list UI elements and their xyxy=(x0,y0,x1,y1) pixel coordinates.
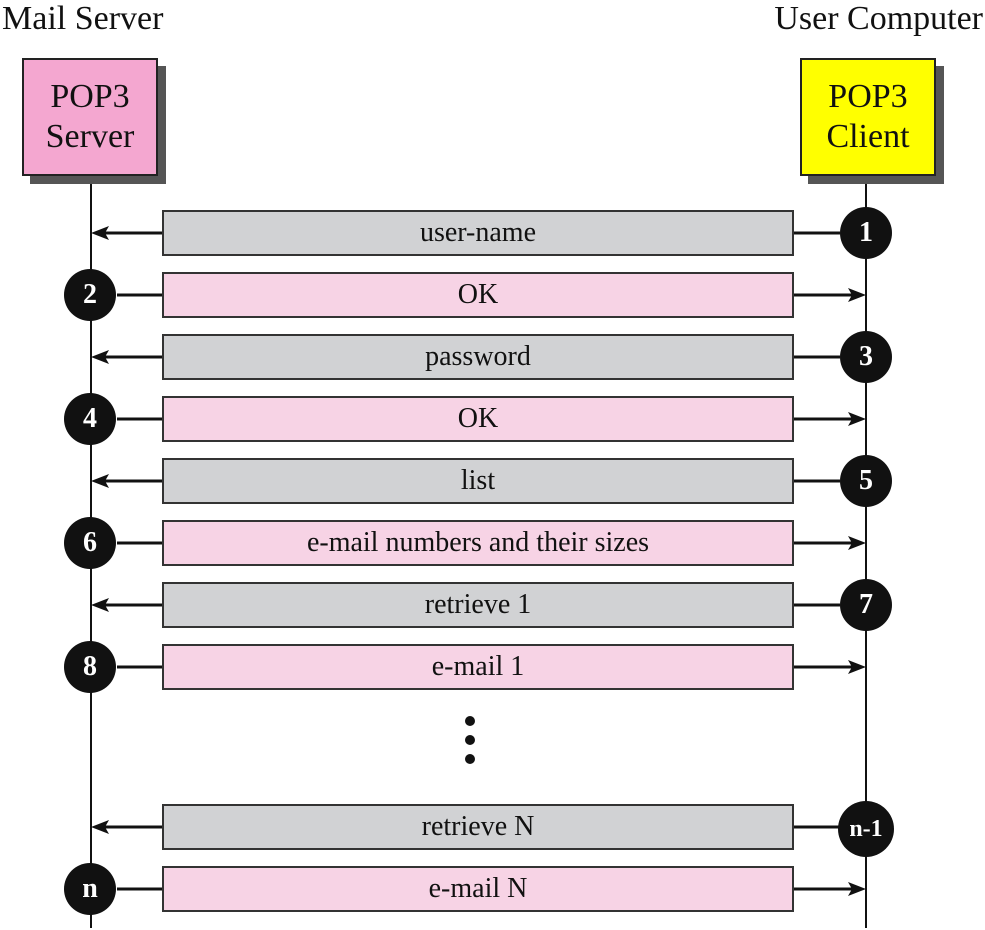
arrow-head-left xyxy=(91,350,109,364)
step-5-badge: 5 xyxy=(840,455,892,507)
pop3-server-label-line1: POP3 xyxy=(50,78,130,115)
pop3-server-box: POP3 Server xyxy=(22,58,158,176)
message-email-1: e-mail 1 xyxy=(162,644,794,690)
step-8-badge: 8 xyxy=(64,641,116,693)
message-email-numbers-sizes: e-mail numbers and their sizes xyxy=(162,520,794,566)
mail-server-title: Mail Server xyxy=(2,0,164,37)
step-n-minus-1-badge: n-1 xyxy=(838,801,894,857)
ellipsis-dot xyxy=(465,716,475,726)
message-password: password xyxy=(162,334,794,380)
ellipsis-dot xyxy=(465,735,475,745)
pop3-client-box: POP3 Client xyxy=(800,58,936,176)
step-1-badge: 1 xyxy=(840,207,892,259)
arrow-head-right xyxy=(848,536,866,550)
arrow-head-right xyxy=(848,288,866,302)
message-email-n: e-mail N xyxy=(162,866,794,912)
arrow-head-left xyxy=(91,598,109,612)
step-6-badge: 6 xyxy=(64,517,116,569)
arrow-head-right xyxy=(848,660,866,674)
arrow-head-right xyxy=(848,882,866,896)
arrow-head-left xyxy=(91,474,109,488)
step-7-badge: 7 xyxy=(840,579,892,631)
step-n-badge: n xyxy=(64,863,116,915)
message-ok-2: OK xyxy=(162,396,794,442)
message-list: list xyxy=(162,458,794,504)
arrow-head-left xyxy=(91,226,109,240)
message-retrieve-1: retrieve 1 xyxy=(162,582,794,628)
user-computer-title: User Computer xyxy=(774,0,983,37)
ellipsis-dot xyxy=(465,754,475,764)
arrow-head-right xyxy=(848,412,866,426)
arrow-head-left xyxy=(91,820,109,834)
step-2-badge: 2 xyxy=(64,269,116,321)
message-retrieve-n: retrieve N xyxy=(162,804,794,850)
step-3-badge: 3 xyxy=(840,331,892,383)
step-4-badge: 4 xyxy=(64,393,116,445)
message-ok-1: OK xyxy=(162,272,794,318)
pop3-client-label-line1: POP3 xyxy=(828,78,908,115)
pop3-client-label-line2: Client xyxy=(826,118,910,155)
message-user-name: user-name xyxy=(162,210,794,256)
pop3-server-label-line2: Server xyxy=(45,118,135,155)
